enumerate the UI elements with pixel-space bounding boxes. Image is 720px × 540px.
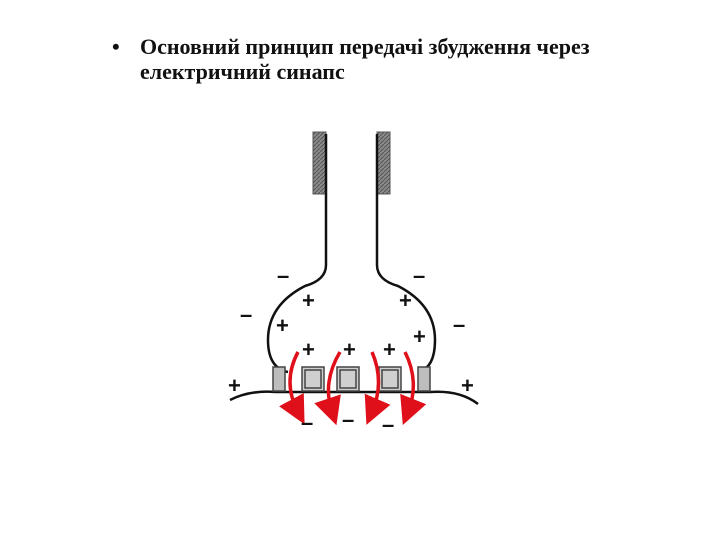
minus-sign: – bbox=[413, 263, 425, 288]
current-arrow-3 bbox=[364, 351, 391, 425]
title-line-2: електричний синапс bbox=[140, 59, 345, 84]
minus-sign: – bbox=[277, 263, 289, 288]
plus-sign: + bbox=[302, 288, 315, 313]
title-line-1: Основний принцип передачі збудження чере… bbox=[140, 34, 590, 59]
gap-junction-channels bbox=[272, 366, 431, 392]
current-arrow-4 bbox=[400, 351, 427, 426]
presynaptic-membrane bbox=[266, 134, 437, 374]
plus-sign: + bbox=[399, 288, 412, 313]
plus-sign: + bbox=[383, 337, 396, 362]
plus-sign: + bbox=[228, 373, 241, 398]
plus-sign: + bbox=[413, 324, 426, 349]
postsynaptic-membrane bbox=[229, 390, 479, 405]
current-arrow-1 bbox=[279, 351, 305, 425]
charge-signs: – – – – + + + + + + + + + – – – bbox=[228, 263, 474, 437]
current-arrows bbox=[279, 351, 427, 426]
plus-sign: + bbox=[461, 373, 474, 398]
bullet-icon: • bbox=[112, 34, 120, 59]
plus-sign: + bbox=[276, 313, 289, 338]
minus-sign: – bbox=[301, 410, 313, 435]
minus-sign: – bbox=[453, 312, 465, 337]
current-arrow-2 bbox=[314, 351, 342, 426]
minus-sign: – bbox=[342, 407, 354, 432]
minus-sign: – bbox=[240, 302, 252, 327]
plus-sign: + bbox=[343, 337, 356, 362]
plus-sign: + bbox=[302, 337, 315, 362]
minus-sign: – bbox=[382, 412, 394, 437]
myelin-right bbox=[376, 131, 391, 195]
myelin-left bbox=[312, 131, 327, 195]
